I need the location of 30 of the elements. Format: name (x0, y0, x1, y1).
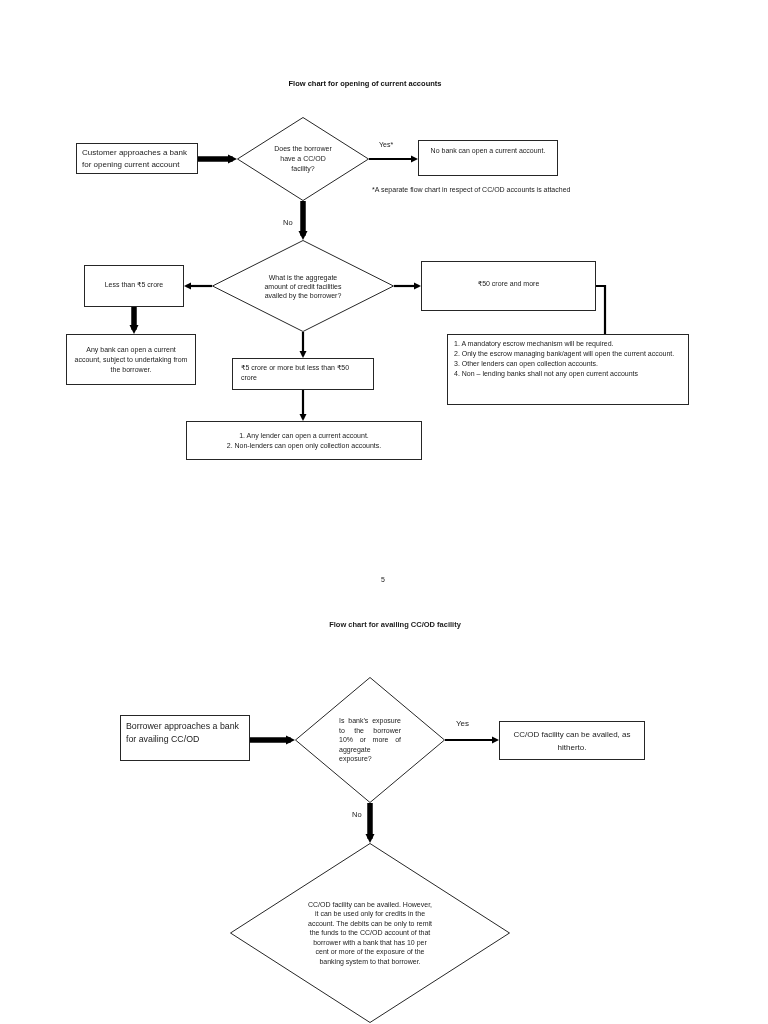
arrow (250, 735, 295, 745)
decision-diamond (237, 117, 369, 201)
arrow (299, 332, 307, 358)
arrow (445, 736, 499, 744)
arrow (369, 155, 418, 163)
process-box (186, 421, 422, 460)
arrow (198, 154, 237, 164)
arrow (184, 282, 212, 290)
edge-label: Yes (455, 719, 471, 729)
arrow (129, 307, 139, 334)
process-box (447, 334, 689, 405)
process-box (232, 358, 374, 390)
arrow (299, 390, 307, 421)
process-box (418, 140, 558, 176)
arrow (365, 803, 375, 843)
step-text: Borrower approaches a bank for availing CC/OD (126, 720, 240, 746)
process-box (84, 265, 184, 307)
process-box (76, 143, 198, 174)
process-box (499, 721, 645, 760)
arrow (298, 201, 308, 240)
process-box (66, 334, 196, 385)
decision-diamond (230, 843, 510, 1023)
step-text: Customer approaches a bank for opening current account (82, 147, 188, 171)
arrow (394, 282, 421, 290)
process-box (120, 715, 250, 761)
step-text: CC/OD facility can be availed, as hitherto. (512, 728, 632, 754)
connector-line (596, 284, 607, 334)
decision-diamond (212, 240, 394, 332)
decision-diamond (295, 677, 445, 803)
process-box (421, 261, 596, 311)
